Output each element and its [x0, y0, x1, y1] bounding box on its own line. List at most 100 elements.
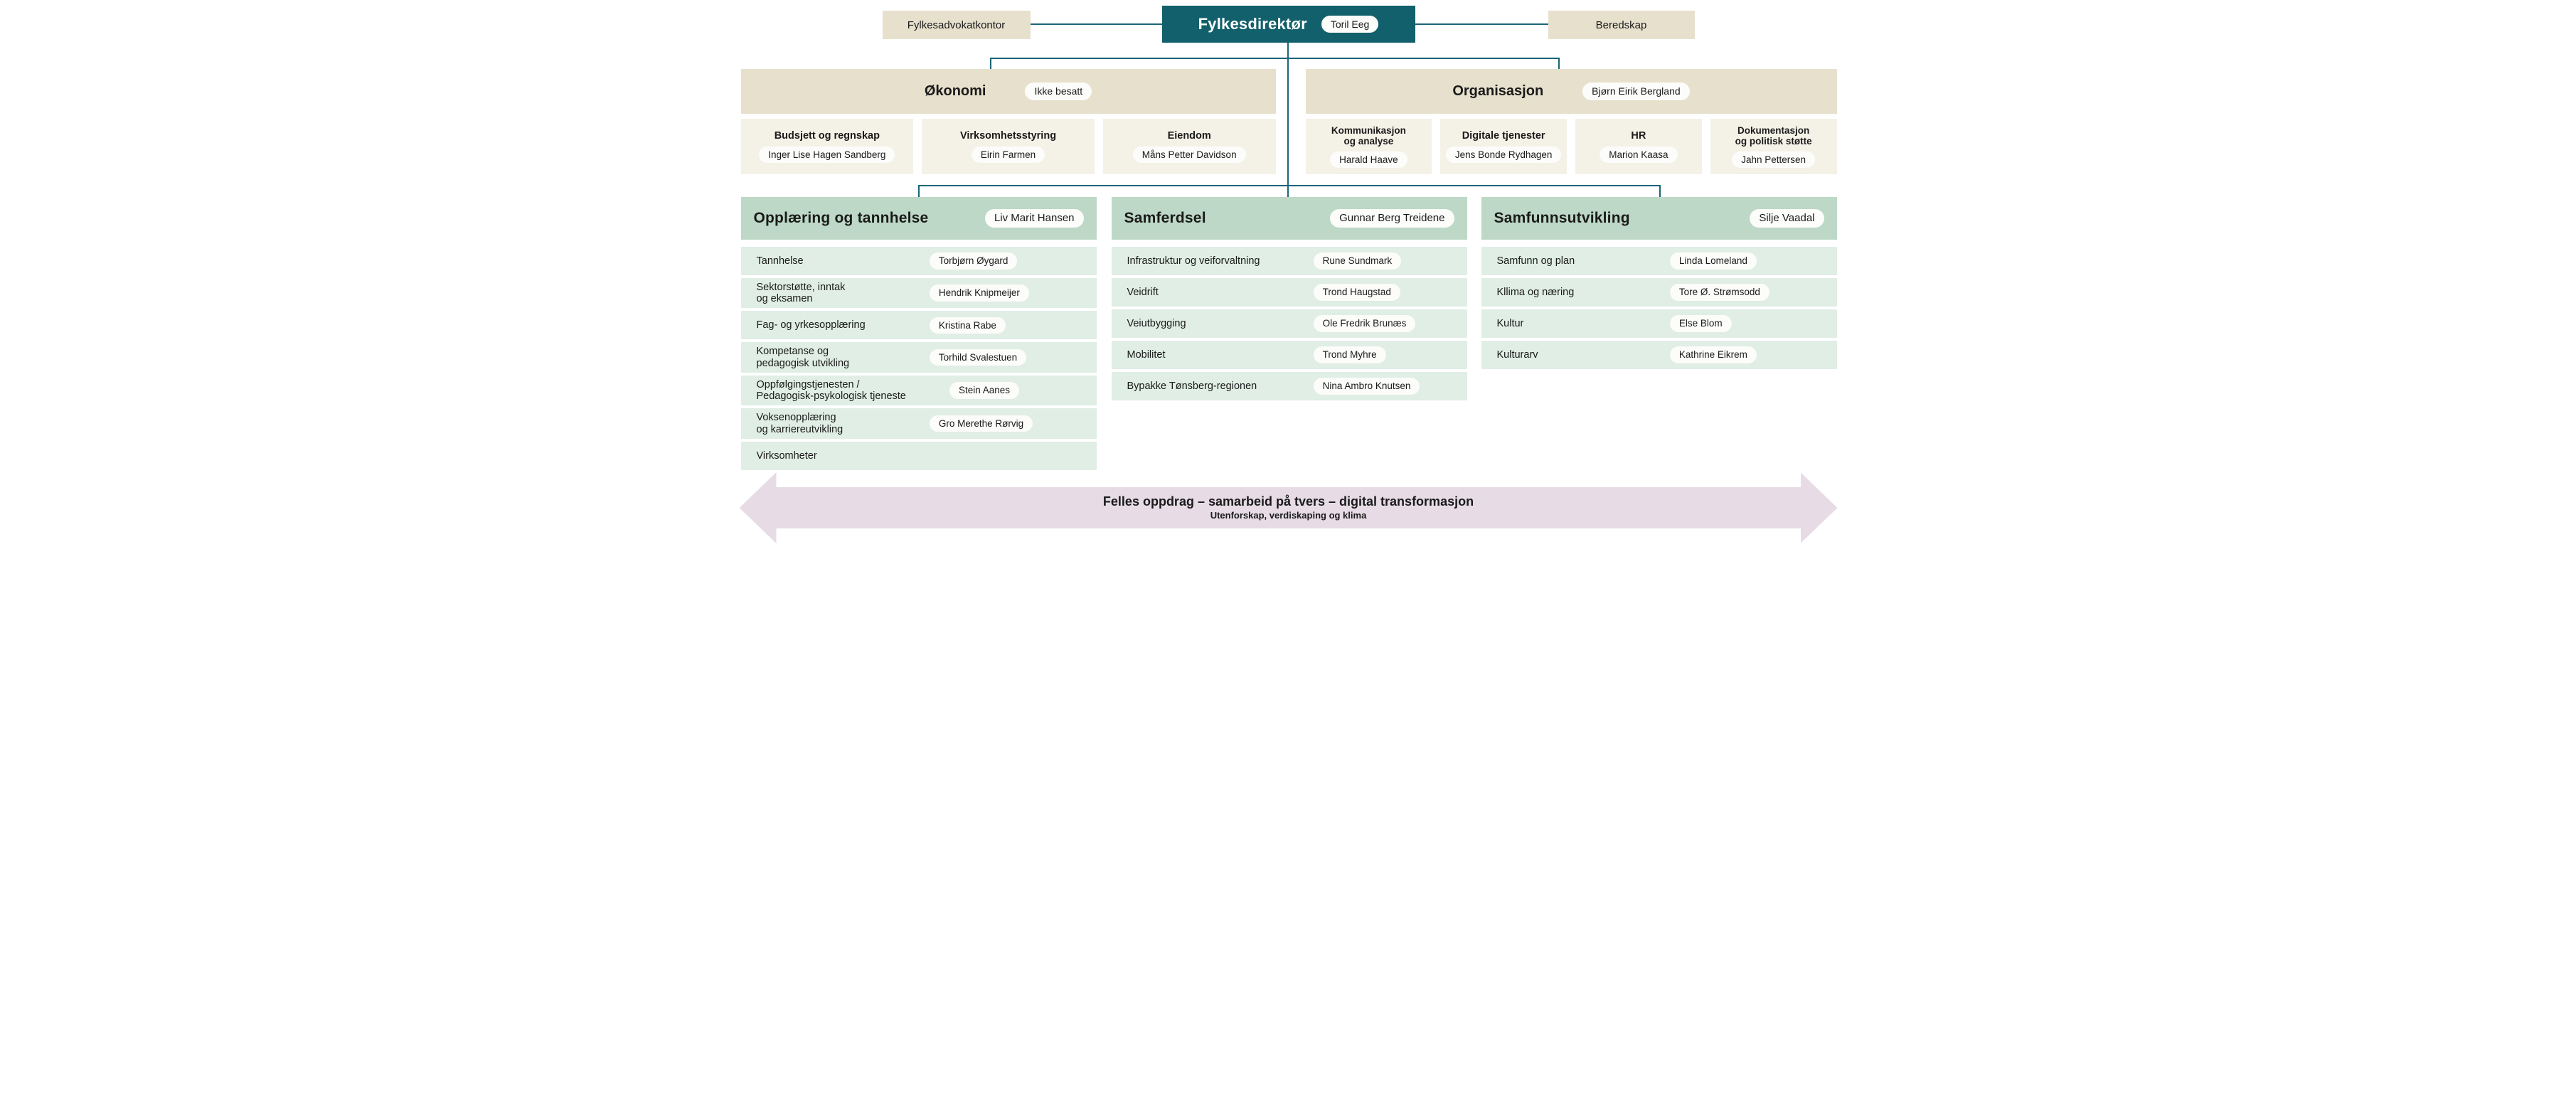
unit-row: Kulturarv Kathrine Eikrem	[1481, 341, 1837, 369]
unit-label: Dokumentasjon og politisk støtte	[1735, 124, 1812, 147]
unit-label: Kulturarv	[1496, 349, 1538, 361]
unit-row: Kompetanse og pedagogisk utvikling Torhi…	[740, 342, 1097, 373]
unit-label: Fag- og yrkesopplæring	[756, 319, 866, 331]
unit-row: Veiutbygging Ole Fredrik Brunæs	[1111, 309, 1467, 338]
unit-label: Budsjett og regnskap	[774, 129, 880, 142]
unit-label: Samfunn og plan	[1496, 255, 1575, 267]
sector-opplaering-og-tannhelse: Opplæring og tannhelse Liv Marit Hansen …	[740, 197, 1097, 470]
unit-box: Virksomhetsstyring Eirin Farmen	[922, 119, 1095, 174]
unit-label: Oppfølgingstjenesten / Pedagogisk-psykol…	[756, 378, 906, 403]
unit-row: Samfunn og plan Linda Lomeland	[1481, 247, 1837, 275]
unit-leader-badge: Harald Haave	[1330, 151, 1407, 169]
unit-leader-badge: Kristina Rabe	[929, 316, 1006, 334]
unit-row: Mobilitet Trond Myhre	[1111, 341, 1467, 369]
side-office-fylkesadvokatkontor: Fylkesadvokatkontor	[882, 11, 1031, 39]
unit-label: Virksomheter	[756, 449, 817, 462]
unit-leader-badge: Gro Merethe Rørvig	[929, 415, 1033, 432]
connector-line	[917, 185, 1661, 186]
unit-row: Fag- og yrkesopplæring Kristina Rabe	[740, 311, 1097, 340]
banner-arrow-right	[1800, 472, 1838, 543]
side-office-label: Beredskap	[1595, 18, 1647, 31]
unit-leader-badge: Inger Lise Hagen Sandberg	[759, 146, 895, 164]
unit-leader-badge: Linda Lomeland	[1669, 252, 1757, 270]
dept-header-organisasjon: Organisasjon Bjørn Eirik Bergland	[1305, 69, 1837, 114]
unit-label: Virksomhetsstyring	[959, 129, 1057, 142]
dept-leader-badge: Bjørn Eirik Bergland	[1582, 83, 1690, 100]
unit-label: Voksenopplæring og karriereutvikling	[756, 412, 843, 435]
sector-leader-badge: Silje Vaadal	[1750, 209, 1824, 228]
unit-label: Mobilitet	[1127, 349, 1166, 361]
dept-header-okonomi: Økonomi Ikke besatt	[740, 69, 1276, 114]
connector-line	[1558, 58, 1560, 69]
unit-leader-badge: Jahn Pettersen	[1732, 151, 1816, 169]
sector-title: Samferdsel	[1124, 210, 1206, 226]
unit-row: Kultur Else Blom	[1481, 309, 1837, 338]
unit-label: Eiendom	[1167, 129, 1211, 142]
sector-leader-badge: Gunnar Berg Treidene	[1330, 209, 1454, 228]
unit-leader-badge: Stein Aanes	[949, 382, 1019, 399]
unit-label: Veiutbygging	[1127, 317, 1186, 329]
unit-label: Infrastruktur og veiforvaltning	[1127, 255, 1260, 267]
connector-line	[917, 185, 920, 197]
banner-arrow-left	[739, 472, 777, 543]
unit-leader-badge: Måns Petter Davidson	[1132, 146, 1246, 164]
unit-leader-badge: Nina Ambro Knutsen	[1313, 378, 1420, 395]
unit-label: Kultur	[1496, 317, 1524, 329]
unit-box: Budsjett og regnskap Inger Lise Hagen Sa…	[740, 119, 914, 174]
sector-samferdsel: Samferdsel Gunnar Berg Treidene Infrastr…	[1111, 197, 1467, 400]
unit-leader-badge: Trond Myhre	[1313, 346, 1386, 363]
unit-label: Kommunikasjon og analyse	[1331, 124, 1406, 147]
unit-leader-badge: Marion Kaasa	[1600, 146, 1678, 164]
unit-row: Veidrift Trond Haugstad	[1111, 278, 1467, 307]
unit-label: Kllima og næring	[1496, 286, 1575, 298]
unit-box: Dokumentasjon og politisk støtte Jahn Pe…	[1710, 119, 1837, 174]
connector-line	[989, 58, 1560, 59]
unit-label: Veidrift	[1127, 286, 1159, 298]
director-box: Fylkesdirektør Toril Eeg	[1161, 6, 1415, 43]
side-office-label: Fylkesadvokatkontor	[907, 18, 1006, 31]
sector-rows: Infrastruktur og veiforvaltning Rune Sun…	[1111, 247, 1467, 400]
unit-label: Bypakke Tønsberg-regionen	[1127, 380, 1257, 392]
unit-leader-badge: Rune Sundmark	[1313, 252, 1402, 270]
unit-leader-badge: Jens Bonde Rydhagen	[1445, 146, 1562, 164]
dept-title: Organisasjon	[1452, 83, 1544, 99]
connector-line	[1415, 23, 1548, 25]
side-office-beredskap: Beredskap	[1548, 11, 1695, 39]
director-title: Fylkesdirektør	[1198, 15, 1307, 33]
sector-title: Opplæring og tannhelse	[753, 210, 929, 226]
connector-line	[989, 58, 991, 69]
unit-label: Sektorstøtte, inntak og eksamen	[756, 282, 846, 305]
dept-leader-badge: Ikke besatt	[1025, 83, 1092, 100]
sector-header: Opplæring og tannhelse Liv Marit Hansen	[740, 197, 1097, 240]
unit-label: Kompetanse og pedagogisk utvikling	[756, 346, 850, 369]
unit-row: Tannhelse Torbjørn Øygard	[740, 247, 1097, 275]
banner-line2: Utenforskap, verdiskaping og klima	[1210, 510, 1367, 521]
unit-leader-badge: Ole Fredrik Brunæs	[1313, 315, 1416, 332]
org-chart: Fylkesadvokatkontor Fylkesdirektør Toril…	[644, 0, 1932, 549]
unit-box: Kommunikasjon og analyse Harald Haave	[1305, 119, 1432, 174]
unit-row: Oppfølgingstjenesten / Pedagogisk-psykol…	[740, 375, 1097, 406]
shared-mission-banner: Felles oppdrag – samarbeid på tvers – di…	[775, 487, 1801, 528]
sector-rows: Tannhelse Torbjørn Øygard Sektorstøtte, …	[740, 247, 1097, 470]
sector-rows: Samfunn og plan Linda Lomeland Kllima og…	[1481, 247, 1837, 369]
unit-label: Tannhelse	[756, 255, 804, 267]
unit-leader-badge: Else Blom	[1669, 315, 1732, 332]
dept-children-organisasjon: Kommunikasjon og analyse Harald Haave Di…	[1305, 119, 1837, 174]
unit-row: Sektorstøtte, inntak og eksamen Hendrik …	[740, 278, 1097, 309]
connector-line	[1287, 43, 1289, 197]
unit-row: Bypakke Tønsberg-regionen Nina Ambro Knu…	[1111, 372, 1467, 400]
dept-title: Økonomi	[924, 83, 986, 99]
unit-box: HR Marion Kaasa	[1575, 119, 1702, 174]
banner-line1: Felles oppdrag – samarbeid på tvers – di…	[1102, 494, 1474, 509]
sector-leader-badge: Liv Marit Hansen	[984, 209, 1084, 228]
unit-box: Digitale tjenester Jens Bonde Rydhagen	[1440, 119, 1567, 174]
unit-leader-badge: Hendrik Knipmeijer	[929, 284, 1029, 302]
connector-line	[1659, 185, 1661, 197]
unit-box: Eiendom Måns Petter Davidson	[1102, 119, 1276, 174]
sector-samfunnsutvikling: Samfunnsutvikling Silje Vaadal Samfunn o…	[1481, 197, 1837, 369]
unit-leader-badge: Kathrine Eikrem	[1669, 346, 1757, 363]
sector-header: Samfunnsutvikling Silje Vaadal	[1481, 197, 1837, 240]
unit-leader-badge: Trond Haugstad	[1313, 284, 1400, 301]
unit-row: Voksenopplæring og karriereutvikling Gro…	[740, 408, 1097, 439]
unit-leader-badge: Torbjørn Øygard	[929, 252, 1018, 270]
